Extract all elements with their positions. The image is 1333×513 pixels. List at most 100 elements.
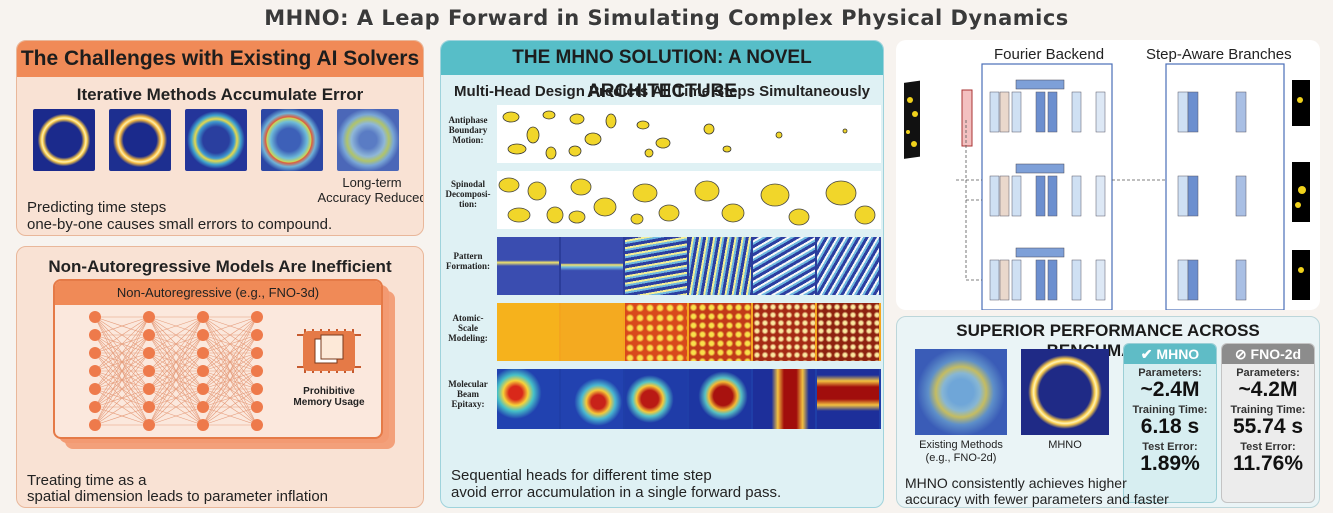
backend-layer-block <box>999 91 1010 133</box>
performance-caption: MHNO consistently achieves higher accura… <box>905 475 1169 507</box>
mhno-time-value: 6.18 s <box>1140 415 1200 438</box>
mhno-params-value: ~2.4M <box>1140 378 1200 401</box>
atomic-strip <box>497 303 881 361</box>
fno-error-value: 11.76% <box>1232 452 1304 475</box>
nonauto-panel: Non-Autoregressive Models Are Inefficien… <box>16 246 424 508</box>
row-label-atomic: Atomic- Scale Modeling: <box>448 313 488 343</box>
nonauto-caption: Treating time as a spatial dimension lea… <box>27 472 329 505</box>
nn-node <box>197 329 209 341</box>
existing-methods-image <box>915 349 1007 435</box>
nn-node <box>197 347 209 359</box>
nn-node <box>89 329 101 341</box>
solution-caption: Sequential heads for different time step… <box>451 467 782 501</box>
solution-panel: THE MHNO SOLUTION: A NOVEL ARCHITECTURE … <box>440 40 884 508</box>
branch-layer-block <box>1187 259 1199 301</box>
nn-node <box>251 347 263 359</box>
nn-node <box>251 329 263 341</box>
nn-node <box>197 383 209 395</box>
error-step-5-image <box>337 109 399 171</box>
nonauto-title: Non-Autoregressive Models Are Inefficien… <box>48 257 392 276</box>
backend-layer-block <box>1047 259 1058 301</box>
error-step-4-image <box>261 109 323 171</box>
backend-layer-block <box>1071 91 1082 133</box>
row-label-pattern: Pattern Formation: <box>446 251 490 271</box>
fno-metrics-header: ⊘ FNO-2d <box>1222 344 1314 364</box>
mhno-error-label: Test Error: <box>1142 441 1198 453</box>
longterm-label: Long-term Accuracy Reduced <box>317 175 424 205</box>
branch-layer-block <box>1177 91 1189 133</box>
branch-layer-block <box>1177 175 1189 217</box>
fno-params-value: ~4.2M <box>1238 378 1298 401</box>
nn-node <box>143 329 155 341</box>
branch-layer-block <box>1187 91 1199 133</box>
step-aware-branches-label: Step-Aware Branches <box>1146 46 1292 63</box>
solution-subtitle: Multi-Head Design Predicts All Time Step… <box>454 83 870 100</box>
challenges-header: The Challenges with Existing AI Solvers <box>17 41 423 77</box>
antiphase-image <box>502 110 848 160</box>
branch-layer-block <box>1235 175 1247 217</box>
backend-layer-block <box>989 91 1000 133</box>
branch-layer-block <box>1235 259 1247 301</box>
solution-header: THE MHNO SOLUTION: A NOVEL ARCHITECTURE <box>441 41 883 102</box>
nn-node <box>197 401 209 413</box>
page-title: MHNO: A Leap Forward in Simulating Compl… <box>264 6 1069 30</box>
performance-panel: SUPERIOR PERFORMANCE ACROSS BENCHMARKS E… <box>896 316 1320 508</box>
fno-params-label: Parameters: <box>1236 367 1300 379</box>
fno-time-label: Training Time: <box>1230 404 1306 416</box>
nn-node <box>143 419 155 431</box>
mhno-metrics-card: ✔ MHNO Parameters: ~2.4M Training Time: … <box>1123 343 1217 503</box>
weight-block <box>1015 163 1065 174</box>
mhno-time-label: Training Time: <box>1132 404 1208 416</box>
error-step-1-image <box>33 109 95 171</box>
backend-layer-block <box>989 259 1000 301</box>
nn-node <box>251 311 263 323</box>
nn-node <box>89 311 101 323</box>
nn-node <box>89 365 101 377</box>
mhno-metrics-header: ✔ MHNO <box>1124 344 1216 364</box>
nn-node <box>89 419 101 431</box>
nn-node <box>89 383 101 395</box>
branch-layer-block <box>1235 91 1247 133</box>
error-step-3-image <box>185 109 247 171</box>
cross-icon: ⊘ <box>1234 346 1251 362</box>
row-label-mbe: Molecular Beam Epitaxy: <box>448 379 488 409</box>
backend-layer-block <box>1035 91 1046 133</box>
nn-node <box>89 401 101 413</box>
fno-metrics-card: ⊘ FNO-2d Parameters: ~4.2M Training Time… <box>1221 343 1315 503</box>
backend-layer-block <box>989 175 1000 217</box>
nn-node <box>143 383 155 395</box>
pattern-strip <box>497 237 881 295</box>
architecture-panel: Fourier Backend Step-Aware Branches <box>896 40 1320 310</box>
backend-layer-block <box>1047 175 1058 217</box>
nn-node <box>251 419 263 431</box>
nn-node <box>197 419 209 431</box>
nn-node <box>143 347 155 359</box>
backend-layer-block <box>1035 175 1046 217</box>
backend-layer-block <box>999 175 1010 217</box>
fourier-backend-label: Fourier Backend <box>994 46 1105 63</box>
memory-chip-icon: Prohibitive Memory Usage <box>291 321 367 408</box>
nn-node <box>251 383 263 395</box>
branch-layer-block <box>1187 175 1199 217</box>
backend-layer-block <box>1011 259 1022 301</box>
mbe-strip <box>497 369 881 429</box>
nonauto-box: Non-Autoregressive (e.g., FNO-3d) Prohib… <box>53 279 383 439</box>
mhno-error-value: 1.89% <box>1140 452 1200 475</box>
nn-node <box>143 365 155 377</box>
nn-node <box>197 311 209 323</box>
nn-node <box>251 365 263 377</box>
backend-layer-block <box>1047 91 1058 133</box>
backend-layer-block <box>1071 175 1082 217</box>
error-step-2-image <box>109 109 171 171</box>
fno-time-value: 55.74 s <box>1232 415 1304 438</box>
nonauto-box-label: Non-Autoregressive (e.g., FNO-3d) <box>55 281 381 305</box>
branch-layer-block <box>1177 259 1189 301</box>
backend-layer-block <box>1095 91 1106 133</box>
challenges-caption: Predicting time steps one-by-one causes … <box>27 199 333 233</box>
weight-block <box>1015 79 1065 90</box>
backend-layer-block <box>999 259 1010 301</box>
backend-layer-block <box>1035 259 1046 301</box>
weight-block <box>1015 247 1065 258</box>
existing-methods-label: Existing Methods (e.g., FNO-2d) <box>919 439 1003 464</box>
spinodal-image <box>498 177 876 226</box>
